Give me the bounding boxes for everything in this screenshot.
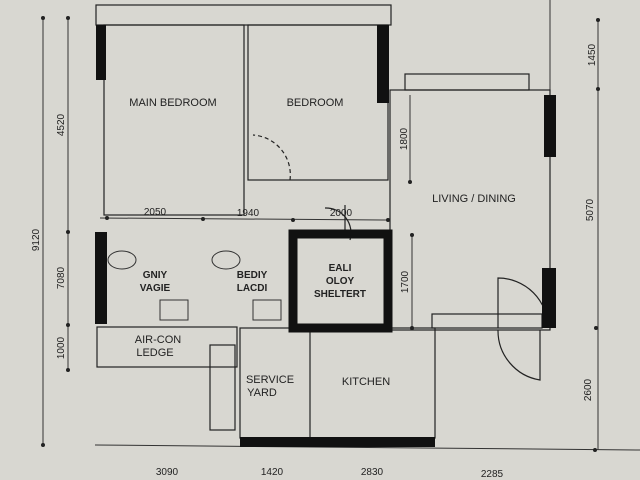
dim-living-top: 1800 [399,127,410,150]
dimension-lines [42,0,640,451]
room-label-shelter-line2: OLOY [326,276,355,287]
room-label-bedroom: BEDROOM [287,97,344,109]
room-label-shelter-line1: EALI [329,263,352,274]
room-label-aircon-line2: LEDGE [136,347,173,359]
dim-bottom-1: 3090 [156,467,179,478]
room-label-bath1-line2: VAGIE [140,283,171,294]
dim-right-top: 1450 [587,43,598,66]
dim-left-total: 9120 [31,228,42,251]
thick-walls [95,25,556,447]
room-label-service-line2: YARD [247,387,277,399]
dim-left-bottom: 1000 [56,336,67,359]
room-label-bath2-line2: LACDI [237,283,268,294]
thin-walls [95,4,551,439]
room-label-shelter-line3: SHELTERT [314,289,366,300]
dim-left-top: 4520 [56,113,67,136]
dim-inner-2: 1940 [237,208,260,219]
dim-bottom-4: 2285 [481,469,504,480]
dim-left-mid: 7080 [56,266,67,289]
dim-right-bottom: 2600 [583,378,594,401]
dim-inner-3: 2000 [330,208,353,219]
dimension-dots [41,16,600,452]
room-label-kitchen: KITCHEN [342,376,390,388]
room-label-bath1-line1: GNIY [143,270,168,281]
dim-bottom-2: 1420 [261,467,284,478]
room-label-bath2-line1: BEDIY [237,270,268,281]
dim-bottom-3: 2830 [361,467,384,478]
room-label-living-dining: LIVING / DINING [432,193,516,205]
room-label-aircon-line1: AIR-CON [135,334,182,346]
dim-right-mid: 5070 [585,198,596,221]
room-label-service-line1: SERVICE [246,374,294,386]
room-label-main-bedroom: MAIN BEDROOM [129,97,216,109]
dim-inner-1: 2050 [144,207,167,218]
fixtures [107,250,282,321]
dim-living-mid: 1700 [400,270,411,293]
